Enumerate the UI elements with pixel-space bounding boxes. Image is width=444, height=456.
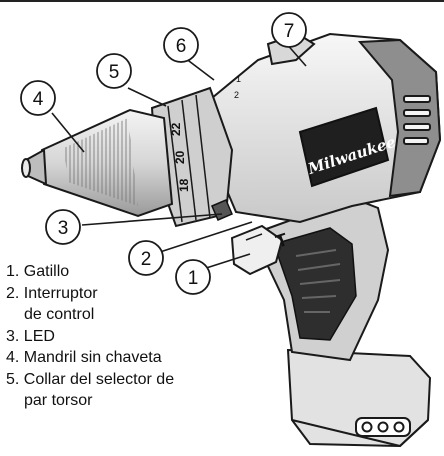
- callout-number: 3: [58, 218, 69, 239]
- battery-contact: [377, 421, 389, 433]
- battery-foot-edge: [291, 419, 429, 448]
- top-rule: [0, 0, 444, 2]
- gear-mark: 2: [234, 90, 239, 100]
- legend-text: 1. Gatillo: [6, 263, 70, 280]
- legend-item-control-switch: 2. Interruptor de control: [6, 283, 174, 326]
- collar-ribs: [167, 94, 211, 223]
- trigger: [230, 224, 284, 276]
- callout-number: 1: [188, 268, 199, 289]
- callout-6: 6: [163, 27, 199, 63]
- gear-mark: 1: [236, 74, 241, 84]
- torque-number: 20: [173, 150, 187, 164]
- battery-contact: [361, 421, 373, 433]
- callout-number: 4: [33, 89, 44, 110]
- legend-text-continued: de control: [24, 306, 95, 323]
- grip-ribs: [295, 249, 341, 313]
- callout-2: 2: [128, 240, 164, 276]
- logo-badge: [298, 106, 390, 188]
- legend-text: 2. Interruptor: [6, 284, 98, 302]
- legend-text: 4. Mandril sin chaveta: [6, 349, 162, 366]
- rear-cap: [357, 38, 442, 198]
- callout-number: 6: [176, 36, 187, 57]
- legend-item-led: 3. LED: [6, 326, 174, 348]
- legend-item-trigger: 1. Gatillo: [6, 261, 174, 283]
- chuck-tip: [21, 158, 31, 178]
- callout-number: 2: [141, 249, 152, 270]
- callout-number: 7: [284, 21, 295, 42]
- chuck-knurl: [64, 118, 138, 206]
- grip-rubber: [273, 227, 357, 341]
- legend-item-torque-collar: 5. Collar del selector de par torsor: [6, 369, 174, 412]
- battery-contacts: [355, 417, 411, 437]
- callout-number: 5: [109, 62, 120, 83]
- rear-vents: [403, 95, 431, 145]
- callout-5: 5: [96, 53, 132, 89]
- legend-item-keyless-chuck: 4. Mandril sin chaveta: [6, 347, 174, 369]
- torque-number: 18: [177, 178, 191, 192]
- callout-1: 1: [175, 259, 211, 295]
- callout-7: 7: [271, 12, 307, 48]
- legend-text: 5. Collar del selector de: [6, 370, 175, 388]
- battery-contact: [393, 421, 405, 433]
- legend-text-continued: par torsor: [24, 392, 93, 409]
- leader-lines: [51, 41, 307, 271]
- legend-text: 3. LED: [6, 327, 55, 345]
- callout-3: 3: [45, 209, 81, 245]
- torque-number: 22: [169, 122, 183, 136]
- callout-4: 4: [20, 80, 56, 116]
- parts-legend: 1. Gatillo 2. Interruptor de control 3. …: [6, 261, 174, 412]
